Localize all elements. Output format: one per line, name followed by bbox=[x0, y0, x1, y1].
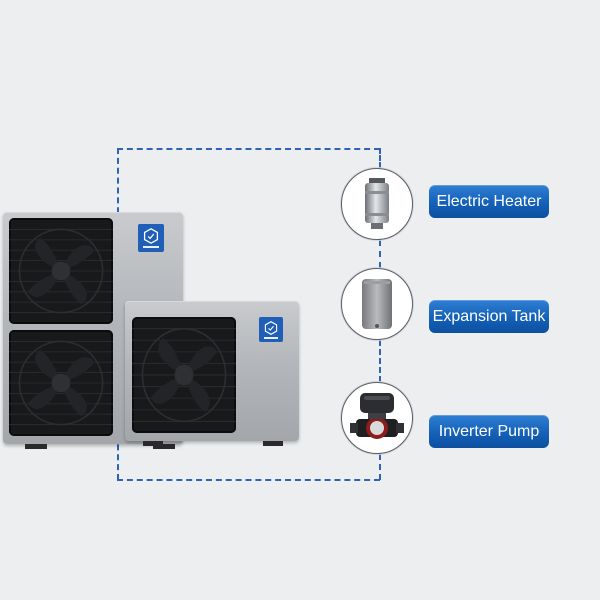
unit-foot-left bbox=[25, 444, 47, 449]
connector-top-line bbox=[117, 148, 380, 150]
label-electric-heater: Electric Heater bbox=[429, 185, 549, 218]
electric-heater-icon bbox=[341, 168, 413, 240]
label-inverter-pump: Inverter Pump bbox=[429, 415, 549, 448]
fan-blades-icon bbox=[9, 340, 113, 426]
unit-foot-right bbox=[263, 441, 283, 446]
expansion-tank-icon bbox=[341, 268, 413, 340]
brand-mark-icon bbox=[143, 228, 159, 244]
fan-grille-lower bbox=[9, 330, 113, 436]
unit-foot-left bbox=[143, 441, 163, 446]
brand-logo-icon bbox=[138, 224, 164, 252]
fan-grille-main bbox=[132, 317, 236, 433]
connector-right-line-2 bbox=[379, 240, 381, 268]
electric-heater-illustration bbox=[365, 178, 389, 229]
brand-mark-icon bbox=[264, 320, 278, 335]
connector-right-line-4 bbox=[379, 454, 381, 480]
label-expansion-tank: Expansion Tank bbox=[429, 300, 549, 333]
inverter-pump-illustration bbox=[350, 393, 404, 439]
fan-grille-upper bbox=[9, 218, 113, 324]
expansion-tank-illustration bbox=[362, 279, 392, 329]
inverter-pump-icon bbox=[341, 382, 413, 454]
brand-logo-icon bbox=[259, 317, 283, 342]
fan-blades-icon bbox=[9, 228, 113, 314]
unit-foot-right bbox=[153, 444, 175, 449]
connector-right-line-3 bbox=[379, 340, 381, 382]
connector-right-line-1 bbox=[379, 148, 381, 168]
connector-bottom-line bbox=[117, 479, 380, 481]
small-heat-pump-unit bbox=[125, 301, 299, 446]
fan-blades-icon bbox=[132, 327, 236, 423]
